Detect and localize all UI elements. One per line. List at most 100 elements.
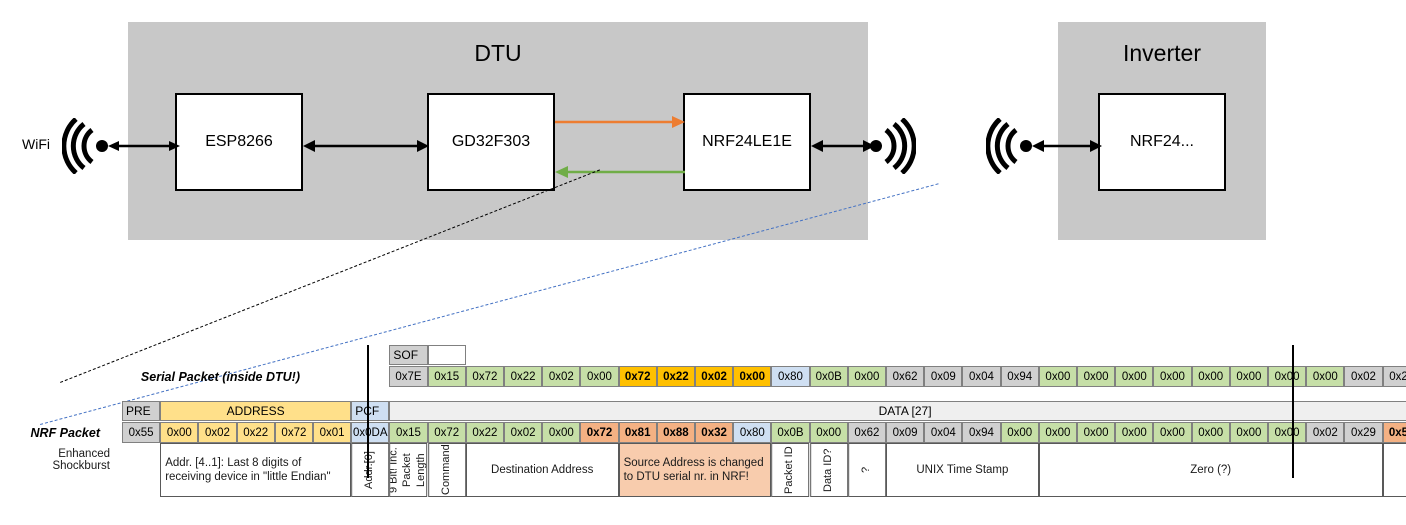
nrf-header-cell: ADDRESS — [160, 401, 352, 421]
nrf-byte-cell: 0x94 — [962, 422, 1001, 443]
serial-byte-cell: 0x22 — [656, 366, 695, 387]
nrf-byte-cell: 0x32 — [695, 422, 734, 443]
alignment-line-right — [1292, 345, 1294, 478]
nrf-description-cell: Data ID? — [809, 443, 848, 497]
chip-nrf24: NRF24... — [1098, 93, 1226, 191]
nrf-header-cell: PCF — [351, 401, 390, 421]
nrf-description-cell: ? — [847, 443, 886, 497]
nrf-byte-cell: 0x00 — [1077, 422, 1116, 443]
serial-sof-header: SOF — [389, 345, 428, 365]
inverter-title: Inverter — [1123, 40, 1201, 66]
serial-byte-cell: 0x72 — [465, 366, 504, 387]
serial-byte-cell: 0x00 — [1268, 366, 1307, 387]
nrf-byte-cell: 0x01 — [313, 422, 352, 443]
serial-byte-cell: 0x00 — [580, 366, 619, 387]
chip-nrf24le1e-label: NRF24LE1E — [702, 133, 792, 150]
arrow-nrf-antenna — [811, 140, 875, 152]
dtu-radio-antenna-icon — [870, 118, 916, 174]
arrow-esp-gd32 — [303, 140, 429, 152]
inverter-enclosure: Inverter — [1058, 22, 1266, 240]
nrf-byte-cell: 0x0DA — [351, 422, 390, 443]
nrf-header-cell: PRE — [122, 401, 161, 421]
packet-tables: Serial Packet (inside DTU!) NRF Packet E… — [0, 330, 1406, 525]
nrf-byte-cell: 0x04 — [924, 422, 963, 443]
serial-byte-cell: 0x00 — [1153, 366, 1192, 387]
nrf-packet-label: NRF Packet — [30, 426, 100, 440]
arrow-nrf-gd32-rx — [555, 166, 685, 178]
nrf-byte-cell: 0x81 — [618, 422, 657, 443]
serial-byte-cell: 0x04 — [962, 366, 1001, 387]
chip-nrf24le1e: NRF24LE1E — [683, 93, 811, 191]
nrf-byte-cell: 0x00 — [809, 422, 848, 443]
serial-byte-cell: 0x09 — [924, 366, 963, 387]
dtu-title: DTU — [474, 40, 522, 66]
serial-byte-cell: 0x00 — [1191, 366, 1230, 387]
nrf-description-cell: ? — [1382, 443, 1406, 497]
nrf-byte-cell: 0x22 — [236, 422, 275, 443]
chip-esp8266-label: ESP8266 — [205, 133, 273, 150]
chip-gd32f303: GD32F303 — [427, 93, 555, 191]
wifi-label: WiFi — [22, 136, 50, 152]
nrf-byte-cell: 0x88 — [656, 422, 695, 443]
wifi-antenna-icon — [62, 118, 108, 174]
serial-byte-cell: 0x29 — [1382, 366, 1406, 387]
nrf-byte-cell: 0x55 — [1382, 422, 1406, 443]
nrf-description-cell: Command — [427, 443, 466, 497]
nrf-byte-cell: 0x00 — [1191, 422, 1230, 443]
nrf-byte-cell: 0x00 — [1000, 422, 1039, 443]
nrf-byte-cell: 0x00 — [1038, 422, 1077, 443]
chip-gd32f303-label: GD32F303 — [451, 133, 531, 150]
nrf-description-cell: UNIX Time Stamp — [886, 443, 1039, 497]
arrow-antenna-esp — [108, 141, 180, 151]
serial-byte-cell: 0x00 — [1306, 366, 1345, 387]
nrf-description-cell: Source Address is changed to DTU serial … — [618, 443, 772, 497]
serial-byte-cell: 0x72 — [618, 366, 657, 387]
serial-byte-cell: 0x7E — [389, 366, 428, 387]
nrf-byte-cell: 0x62 — [847, 422, 886, 443]
nrf-byte-cell: 0x02 — [1306, 422, 1345, 443]
serial-byte-cell: 0x02 — [695, 366, 734, 387]
nrf-byte-cell: 0x72 — [274, 422, 313, 443]
serial-byte-cell: 0x22 — [504, 366, 543, 387]
serial-byte-cell: 0x00 — [1229, 366, 1268, 387]
serial-byte-cell: 0x00 — [1115, 366, 1154, 387]
chip-nrf24-label: NRF24... — [1129, 133, 1194, 150]
nrf-description-cell: Addr.[0] — [351, 443, 390, 497]
nrf-description-cell: Zero (?) — [1038, 443, 1383, 497]
nrf-byte-cell: 0x00 — [1115, 422, 1154, 443]
nrf-description-cell: 9 Bit! Inc. Packet Length — [389, 443, 428, 497]
serial-byte-cell: 0x00 — [733, 366, 772, 387]
nrf-byte-cell: 0x22 — [465, 422, 504, 443]
nrf-byte-cell: 0x72 — [427, 422, 466, 443]
nrf-byte-cell: 0x15 — [389, 422, 428, 443]
nrf-description-cell: Destination Address — [465, 443, 619, 497]
serial-byte-cell: 0x0B — [809, 366, 848, 387]
nrf-byte-cell: 0x02 — [504, 422, 543, 443]
nrf-header-cell: DATA [27] — [389, 401, 1406, 421]
nrf-byte-cell: 0x72 — [580, 422, 619, 443]
serial-byte-cell: 0x62 — [886, 366, 925, 387]
nrf-byte-cell: 0x00 — [1268, 422, 1307, 443]
serial-byte-cell: 0x15 — [427, 366, 466, 387]
enhanced-shockburst-label: Enhanced Shockburst — [52, 448, 110, 472]
alignment-line-left — [367, 345, 369, 478]
nrf-byte-cell: 0x80 — [733, 422, 772, 443]
chip-esp8266: ESP8266 — [175, 93, 303, 191]
nrf-byte-cell: 0x02 — [198, 422, 237, 443]
serial-byte-cell: 0x94 — [1000, 366, 1039, 387]
serial-byte-cell: 0x02 — [542, 366, 581, 387]
arrow-gd32-nrf-tx — [555, 116, 685, 128]
serial-packet-label: Serial Packet (inside DTU!) — [140, 370, 300, 384]
arrow-inverter-antenna-chip — [1032, 140, 1102, 152]
nrf-byte-cell: 0x00 — [1229, 422, 1268, 443]
serial-byte-cell: 0x02 — [1344, 366, 1383, 387]
nrf-byte-cell: 0x00 — [542, 422, 581, 443]
serial-byte-cell: 0x00 — [847, 366, 886, 387]
nrf-description-cell: Packet ID — [771, 443, 810, 497]
nrf-byte-cell: 0x00 — [1153, 422, 1192, 443]
nrf-byte-cell: 0x00 — [160, 422, 199, 443]
nrf-byte-cell: 0x29 — [1344, 422, 1383, 443]
block-diagram: DTU Inverter WiFi ESP8266 GD32F303 NRF24… — [22, 22, 1266, 240]
serial-header-blank — [427, 345, 466, 365]
serial-byte-cell: 0x80 — [771, 366, 810, 387]
